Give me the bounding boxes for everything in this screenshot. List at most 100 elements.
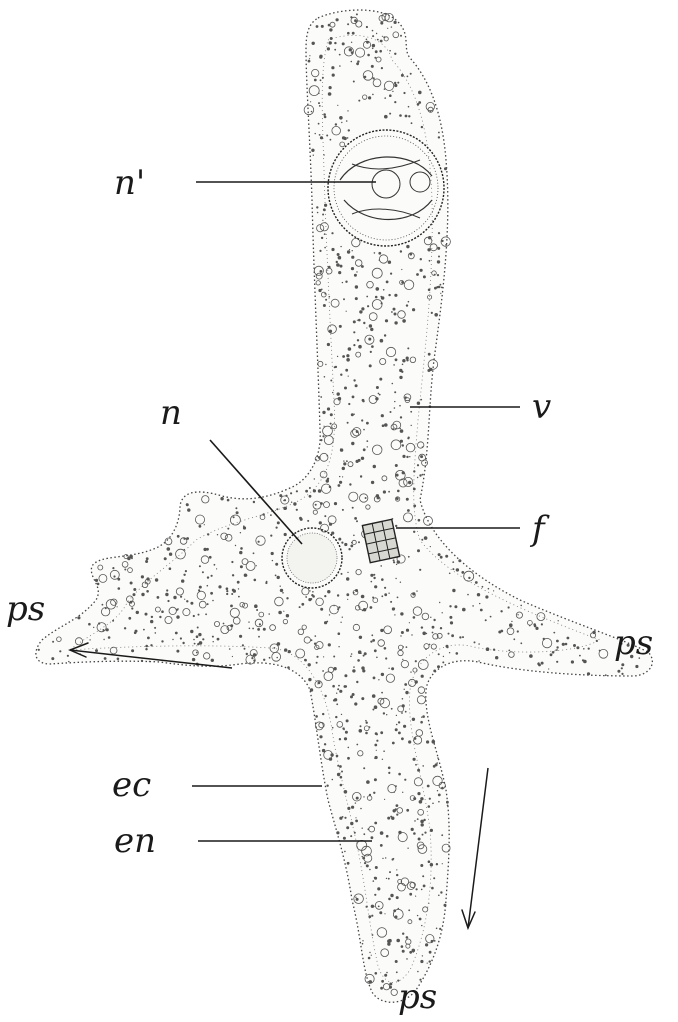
granule [558,620,559,621]
granule [452,568,454,570]
granule [384,587,386,589]
granule [331,66,334,69]
granule [451,634,454,637]
granule [265,582,267,584]
granule [517,630,519,632]
granule [311,149,314,152]
granule [324,595,326,597]
granule [329,41,332,44]
granule [388,772,390,774]
granule [396,724,398,726]
granule [440,891,442,893]
granule [406,936,409,939]
granule [131,649,134,652]
granule [394,82,396,84]
granule [313,155,314,156]
granule [456,652,459,655]
granule [384,423,388,427]
granule [366,327,367,328]
granule [236,511,239,514]
granule [313,489,316,492]
granule [383,36,385,38]
granule [373,577,375,579]
granule [373,792,375,794]
granule [436,928,438,930]
granule [392,858,394,860]
granule [392,428,394,430]
granule [396,869,397,870]
granule [371,955,372,956]
granule [141,575,144,578]
granule [184,599,185,600]
granule [113,575,115,577]
granule [355,384,358,387]
granule [370,574,373,577]
granule [290,492,292,494]
granule [339,738,341,740]
granule [556,661,558,663]
granule [392,607,395,610]
granule [319,134,321,136]
granule [186,503,189,506]
granule [342,136,345,139]
granule [384,334,386,336]
granule [312,42,315,45]
granule [445,555,448,558]
granule [395,808,397,810]
granule [407,848,408,849]
granule [177,535,180,538]
granule [454,605,457,608]
granule [436,863,438,865]
granule [338,538,341,541]
granule [337,105,338,106]
granule [372,30,374,32]
granule [366,39,368,41]
granule [498,631,501,634]
granule [324,116,327,119]
granule [232,574,234,576]
granule [370,328,373,331]
granule [538,662,540,664]
granule [324,621,327,624]
granule [227,528,229,530]
granule [322,214,324,216]
granule [334,49,336,51]
granule [328,92,332,96]
granule [417,549,420,552]
granule [346,120,348,122]
granule [209,556,212,559]
granule [402,319,406,323]
granule [196,635,199,638]
granule [417,402,420,405]
granule [271,552,274,555]
granule [372,639,375,642]
granule [438,132,440,134]
granule [339,325,342,328]
granule [381,302,383,304]
granule [402,359,405,362]
granule [351,413,354,416]
granule [38,649,40,651]
granule [337,765,339,767]
granule [103,639,104,640]
granule [182,642,184,644]
granule [424,832,426,834]
granule [296,509,298,511]
granule [176,615,179,618]
granule [478,643,480,645]
granule [343,729,344,730]
granule [395,728,398,731]
granule [493,649,495,651]
granule [374,877,377,880]
granule [388,939,392,943]
granule [452,561,454,563]
granule [404,779,406,781]
granule [441,240,443,242]
granule [373,880,375,882]
granule [394,792,395,793]
granule [347,250,350,253]
granule [382,36,383,37]
granule [421,539,423,541]
granule [337,253,340,256]
granule [427,963,428,964]
